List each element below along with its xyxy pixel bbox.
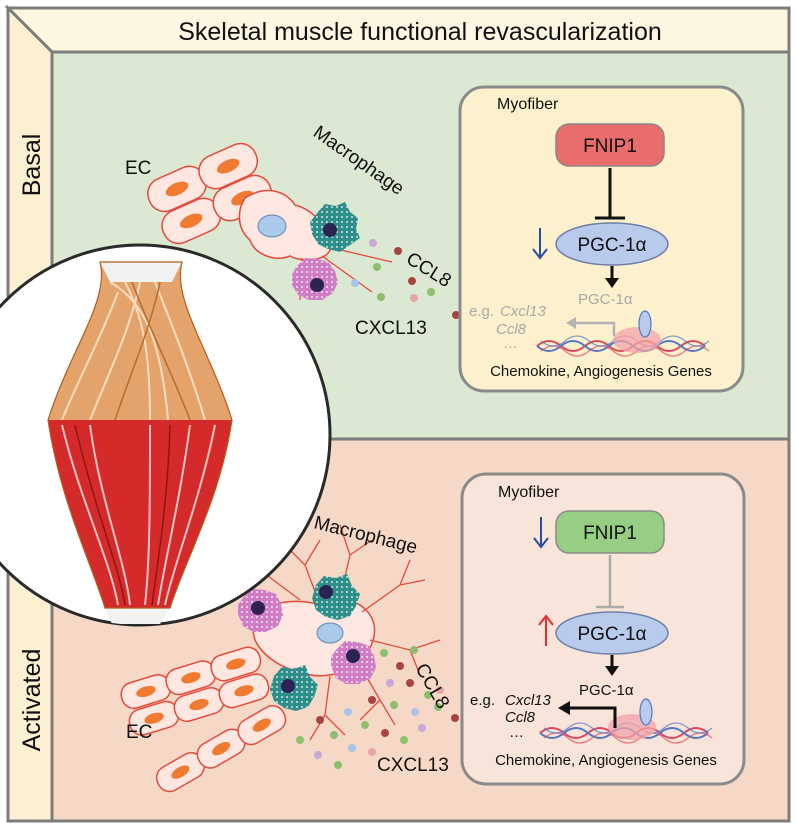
basal-dna (536, 310, 710, 357)
activated-ellipsis: … (509, 724, 524, 741)
activated-box-title: Myofiber (498, 484, 560, 501)
basal-gene-ccl8: Ccl8 (496, 321, 527, 338)
basal-pgc1a-node (555, 222, 669, 266)
basal-eg-prefix: e.g. (469, 303, 494, 320)
basal-side-label: Basal (18, 134, 46, 197)
activated-pgc1a-dna-label: PGC-1α (579, 682, 634, 699)
basal-transcription-arrow (566, 317, 616, 336)
basal-cxcl13-label: CXCL13 (355, 318, 427, 339)
activated-pgc1a-node (555, 611, 669, 655)
basal-fnip1-node (555, 123, 665, 167)
activated-fnip1-node (555, 510, 665, 554)
basal-myofiber-box: Myofiber FNIP1 PGC-1α PGC-1α e.g. Cxcl13 (458, 85, 745, 393)
activated-chemokine-dots (296, 646, 459, 769)
basal-fnip1-label: FNIP1 (583, 136, 637, 157)
activated-macrophage-pink-2 (331, 641, 376, 684)
activated-dna (539, 698, 713, 744)
activated-decrease-arrow-icon (533, 517, 549, 549)
activated-macrophage-teal-1 (312, 574, 360, 620)
activated-macrophage-pink-1 (238, 589, 283, 632)
basal-macrophages (292, 202, 360, 300)
basal-chemokine-dots (351, 239, 460, 319)
basal-box-title: Myofiber (497, 96, 559, 113)
activated-side-label: Activated (18, 649, 46, 752)
basal-decrease-arrow-icon (532, 228, 548, 260)
basal-tip-nucleus (257, 214, 287, 238)
basal-ec-label: EC (125, 158, 151, 179)
basal-macrophage-teal (310, 202, 360, 252)
activated-cxcl13-label: CXCL13 (377, 755, 449, 776)
activated-myofiber-box: Myofiber FNIP1 PGC-1α PGC-1α (460, 472, 746, 786)
activated-fnip1-label: FNIP1 (583, 523, 637, 544)
activated-genes-caption: Chemokine, Angiogenesis Genes (495, 752, 717, 769)
basal-pgc1a-label: PGC-1α (577, 235, 646, 256)
activated-eg-prefix: e.g. (470, 692, 495, 709)
activated-gene-ccl8: Ccl8 (505, 709, 536, 726)
activated-pgc1a-label: PGC-1α (577, 624, 646, 645)
activated-ec-label: EC (126, 722, 152, 743)
figure-title: Skeletal muscle functional revasculariza… (178, 18, 662, 46)
muscle-illustration (0, 243, 332, 627)
activated-increase-arrow-icon (538, 614, 554, 646)
basal-pgc1a-dna-label: PGC-1α (578, 291, 633, 308)
basal-ellipsis: … (503, 335, 518, 352)
activated-transcription-arrow (558, 701, 617, 728)
activated-gene-cxcl13: Cxcl13 (505, 692, 552, 709)
activated-macrophage-teal-2 (270, 665, 318, 711)
activated-tip-nucleus (316, 622, 344, 644)
basal-genes-caption: Chemokine, Angiogenesis Genes (490, 363, 712, 380)
basal-ec-cells (147, 142, 393, 301)
basal-gene-cxcl13: Cxcl13 (500, 303, 547, 320)
activated-macrophages (238, 574, 376, 711)
basal-macrophage-pink (292, 258, 338, 300)
